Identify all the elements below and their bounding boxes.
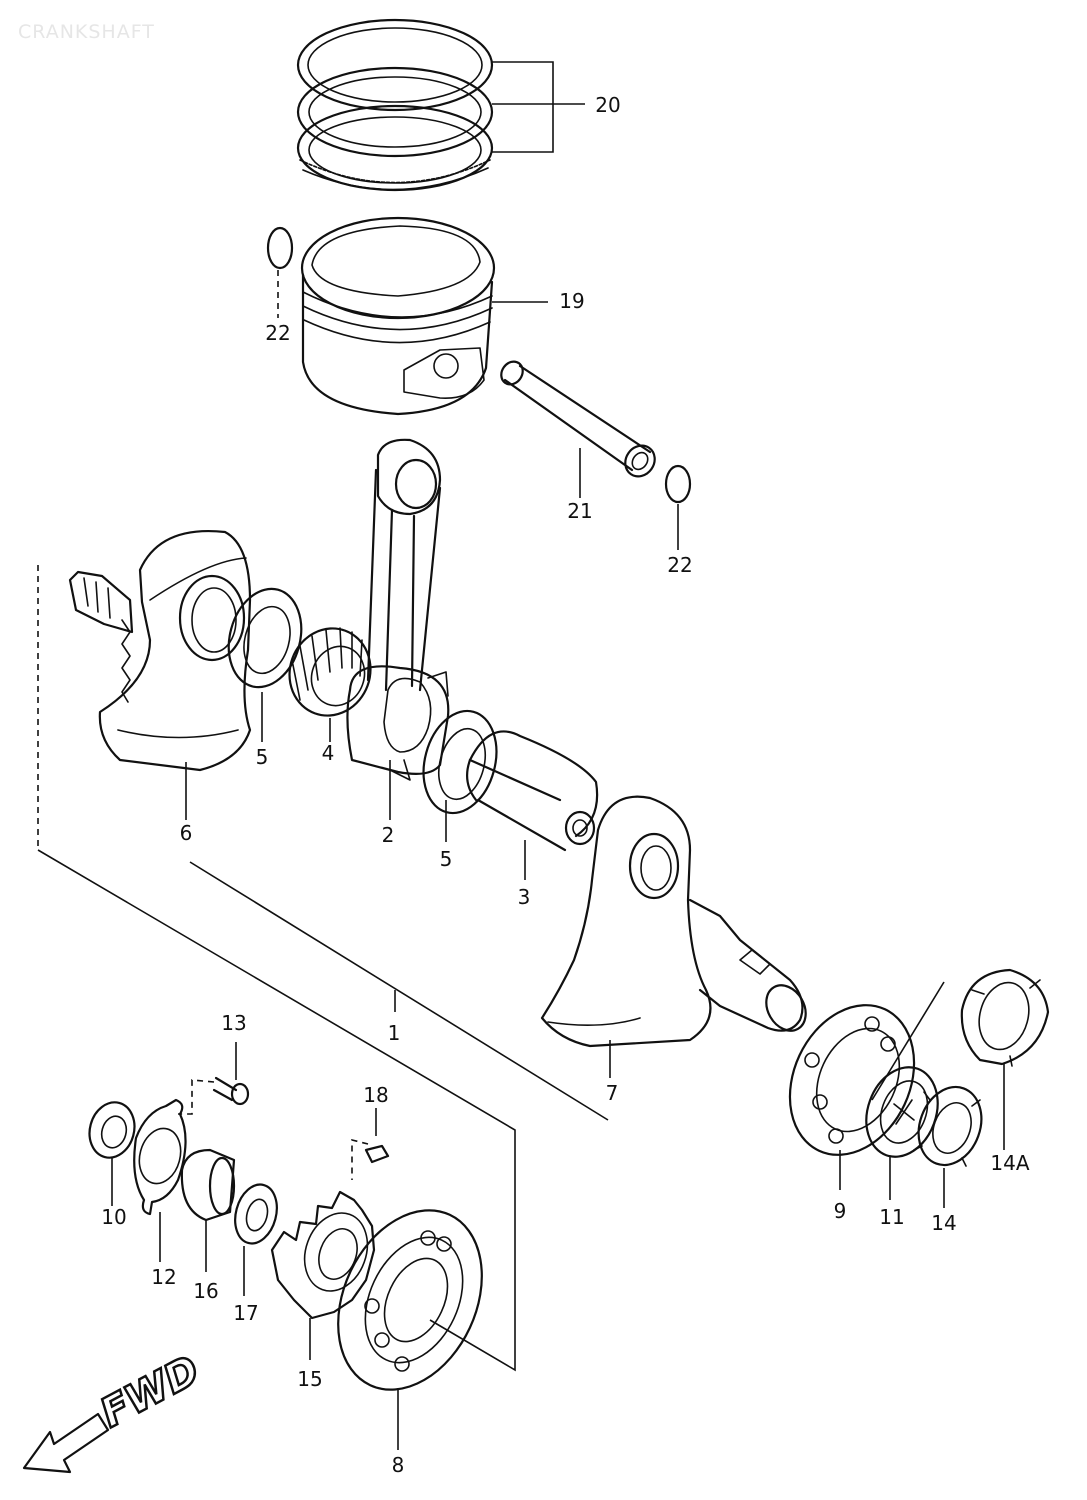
label-5b: 5	[440, 847, 453, 871]
label-18: 18	[363, 1083, 388, 1107]
label-22b: 22	[667, 553, 692, 577]
label-11: 11	[879, 1205, 904, 1229]
retainer-plate	[133, 1098, 187, 1216]
thrust-washer-left	[227, 587, 303, 689]
label-2: 2	[382, 823, 395, 847]
crankshaft-assembly-bracket	[37, 565, 609, 1372]
label-4: 4	[322, 741, 335, 765]
crankshaft-right-web	[540, 795, 807, 1048]
crankshaft-nut	[913, 1085, 983, 1167]
label-19: 19	[559, 289, 584, 313]
crankshaft-nut-14a	[960, 968, 1050, 1067]
piston-pin-circlip-left	[266, 226, 294, 270]
crankshaft-bearing-left	[337, 1209, 483, 1391]
label-16: 16	[193, 1279, 218, 1303]
label-7: 7	[606, 1081, 619, 1105]
crankshaft-left-web	[68, 530, 252, 772]
connecting-rod	[346, 438, 450, 781]
label-20-leader	[492, 61, 585, 153]
label-1: 1	[388, 1021, 401, 1045]
screw	[178, 1076, 250, 1115]
fwd-label: FWD	[93, 1347, 207, 1437]
piston-pin-circlip-right	[664, 464, 692, 504]
label-3: 3	[518, 885, 531, 909]
washer	[234, 1183, 278, 1245]
callout-labels: 1 2 3 4 5 5 6 7 8 9 10 11 12 13 14 14A 1…	[101, 93, 1030, 1477]
label-17: 17	[233, 1301, 258, 1325]
spacer	[180, 1148, 236, 1222]
label-21: 21	[567, 499, 592, 523]
label-15: 15	[297, 1367, 322, 1391]
label-5a: 5	[256, 745, 269, 769]
woodruff-key	[351, 1138, 390, 1180]
label-14a: 14A	[990, 1151, 1029, 1175]
label-20: 20	[595, 93, 620, 117]
crank-pin	[465, 730, 599, 852]
primary-drive-gear	[270, 1190, 376, 1320]
label-13: 13	[221, 1011, 246, 1035]
label-6: 6	[180, 821, 193, 845]
left-oil-seal	[88, 1101, 136, 1159]
label-12: 12	[151, 1265, 176, 1289]
label-8: 8	[392, 1453, 405, 1477]
thrust-washer-right	[422, 709, 498, 815]
label-10: 10	[101, 1205, 126, 1229]
piston	[300, 216, 496, 416]
diagram-title: CRANKSHAFT	[18, 21, 155, 43]
conrod-needle-bearing	[288, 627, 372, 717]
label-9: 9	[834, 1199, 847, 1223]
piston-rings	[296, 18, 494, 192]
label-22a: 22	[265, 321, 290, 345]
forward-direction-arrow: FWD	[22, 1346, 208, 1474]
piston-pin	[500, 360, 656, 478]
label-14: 14	[931, 1211, 956, 1235]
crankshaft-bearing-right	[788, 981, 945, 1156]
